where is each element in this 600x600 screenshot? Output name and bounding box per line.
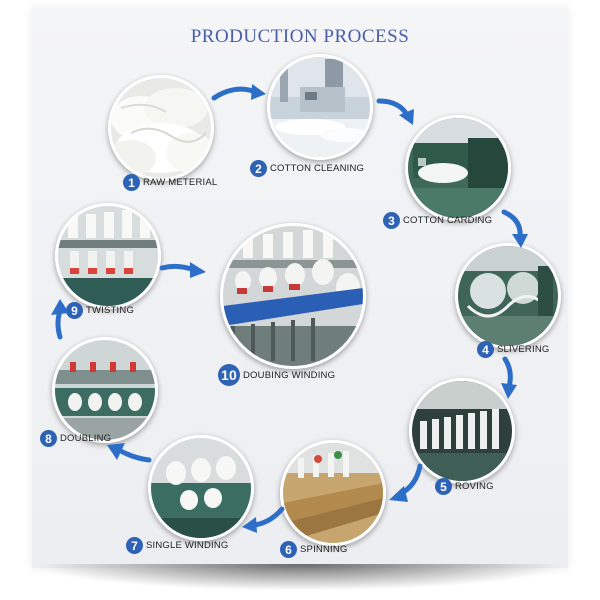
step-4-image — [455, 243, 561, 349]
step-10-image — [220, 223, 366, 369]
step-8-label: 8 DOUBLING — [40, 430, 111, 447]
step-2-label: 2 COTTON CLEANING — [250, 160, 364, 177]
step-10-label: 10 DOUBING WINDING — [218, 364, 335, 386]
step-3-text: COTTON CARDING — [403, 215, 493, 226]
step-4-text: SLIVERING — [497, 344, 550, 355]
step-1-image — [108, 75, 214, 181]
step-5-label: 5 ROVING — [435, 478, 494, 495]
curved-arrow-icon — [501, 209, 528, 248]
step-2-number: 2 — [250, 160, 267, 177]
step-7-image — [148, 435, 254, 541]
curved-arrow-icon — [242, 506, 285, 533]
step-3-number: 3 — [383, 212, 400, 229]
step-10-text: DOUBING WINDING — [243, 369, 336, 381]
step-6-label: 6 SPINNING — [280, 541, 348, 558]
step-9-number: 9 — [66, 302, 83, 319]
step-9-text: TWISTING — [86, 305, 135, 316]
curved-arrow-icon — [107, 443, 152, 463]
step-6-image — [280, 440, 386, 546]
curved-arrow-icon — [376, 98, 414, 125]
step-4-number: 4 — [477, 341, 494, 358]
step-9-image — [55, 203, 161, 309]
step-8-text: DOUBLING — [60, 433, 112, 444]
curved-arrow-icon — [389, 463, 423, 502]
step-8-image — [52, 337, 158, 443]
step-2-image — [267, 54, 373, 160]
step-4-label: 4 SLIVERING — [477, 341, 549, 358]
diagram-title: PRODUCTION PROCESS — [190, 26, 410, 47]
step-3-image — [405, 115, 511, 221]
step-1-number: 1 — [123, 174, 140, 191]
step-10-number: 10 — [218, 364, 240, 386]
step-6-number: 6 — [280, 541, 297, 558]
step-1-text: RAW METERIAL — [143, 177, 218, 188]
step-7-label: 7 SINGLE WINDING — [126, 537, 229, 554]
step-8-number: 8 — [40, 430, 57, 447]
curved-arrow-icon — [211, 84, 266, 101]
step-5-text: ROVING — [455, 481, 494, 492]
curved-arrow-icon — [51, 299, 69, 340]
step-3-label: 3 COTTON CARDING — [383, 212, 492, 229]
step-1-label: 1 RAW METERIAL — [123, 174, 217, 191]
step-7-number: 7 — [126, 537, 143, 554]
step-6-text: SPINNING — [300, 544, 348, 555]
step-7-text: SINGLE WINDING — [146, 540, 229, 551]
step-2-text: COTTON CLEANING — [270, 163, 365, 174]
step-5-number: 5 — [435, 478, 452, 495]
curved-arrow-icon — [159, 262, 206, 278]
step-9-label: 9 TWISTING — [66, 302, 134, 319]
curved-arrow-icon — [501, 356, 517, 399]
panel-shadow — [40, 564, 560, 590]
